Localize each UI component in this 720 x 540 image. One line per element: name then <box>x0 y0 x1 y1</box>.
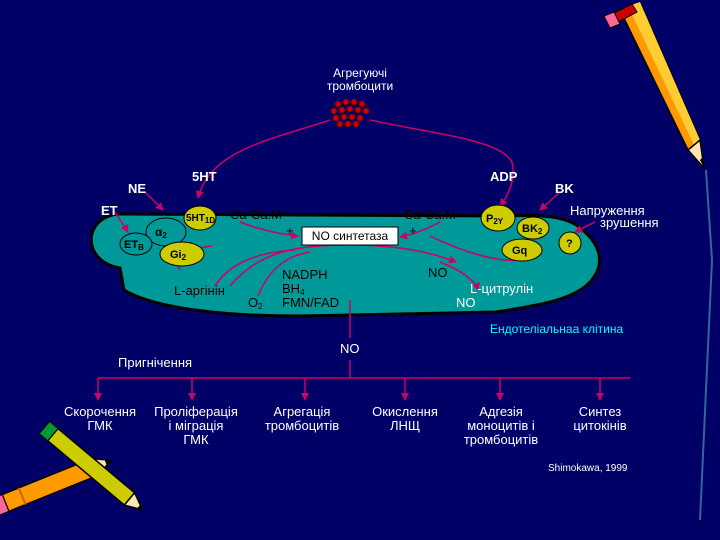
label-endothelial: Ендотеліальнаа клітина <box>490 322 624 336</box>
label-l-citrulline: L-цитрулін <box>470 281 534 296</box>
arrow-to-citrulline <box>439 261 480 291</box>
label-bk2: BK2 <box>522 223 543 236</box>
p2y-receptor <box>480 204 516 232</box>
arrow-bk <box>539 191 561 211</box>
label-no-top: NO <box>428 265 448 280</box>
no-synthase-box <box>301 226 399 246</box>
label-alpha2: α2 <box>155 225 167 240</box>
label-adp: ADP <box>490 169 518 184</box>
5ht1d-receptor <box>183 205 217 231</box>
arrow-cacam-right <box>399 221 441 240</box>
label-l-arginine: L-аргінін <box>174 283 225 298</box>
gq-protein <box>501 238 543 262</box>
arrow-stress <box>574 221 596 233</box>
label-stress-line2: зрушення <box>600 215 659 230</box>
label-no-bottom: NO <box>456 295 476 310</box>
platelet-cluster-icon <box>330 98 370 128</box>
label-gi2: Gi2 <box>170 249 187 262</box>
label-5ht: 5HT <box>192 169 217 184</box>
arrow-l-arginine <box>214 249 296 287</box>
label-inhibition: Пригнічення <box>118 355 193 370</box>
arrow-platelets-5ht <box>195 119 331 199</box>
label-plus-right: + <box>409 223 417 238</box>
label-stress-line1: Напруження <box>570 203 645 218</box>
label-et: ET <box>101 203 118 218</box>
label-fmn: FMN/FAD <box>282 295 340 310</box>
label-nadph: NADPH <box>282 267 328 282</box>
label-bh4: BH4 <box>282 281 305 298</box>
label-cacam-right: Ca²Ca.M <box>404 207 457 222</box>
label-p2y: P2Y <box>486 213 504 226</box>
label-cacam-left: Ca²Ca.M <box>230 207 283 222</box>
label-etb: ETB <box>124 239 144 252</box>
citation: Shimokawa, 1999 <box>548 463 628 474</box>
arrow-platelets-adp <box>369 119 514 207</box>
label-o2: O2 <box>248 295 263 312</box>
platelets-label-line2: тромбоцити <box>326 79 394 93</box>
label-ne: NE <box>128 181 147 196</box>
arrow-ne <box>144 191 164 211</box>
etb-receptor <box>119 232 153 256</box>
label-no-center: NO <box>340 341 360 356</box>
arrow-o2 <box>257 251 311 297</box>
label-bk: BK <box>555 181 574 196</box>
label-5ht1d: 5HT1D <box>186 213 216 225</box>
crayon-icon <box>0 420 144 516</box>
pencil-icon <box>603 1 713 521</box>
platelets-label-line1: Агрегуючі <box>333 66 387 80</box>
bk2-receptor <box>516 216 550 240</box>
label-gq: Gq <box>512 245 528 257</box>
arrow-et <box>114 211 129 233</box>
stress-sensor <box>558 231 582 255</box>
gi2-protein <box>159 241 205 267</box>
label-plus-left: + <box>286 223 294 238</box>
label-no-synthase: NO синтетаза <box>311 229 389 243</box>
label-question: ? <box>566 238 573 250</box>
arrow-cacam-left <box>239 221 299 240</box>
